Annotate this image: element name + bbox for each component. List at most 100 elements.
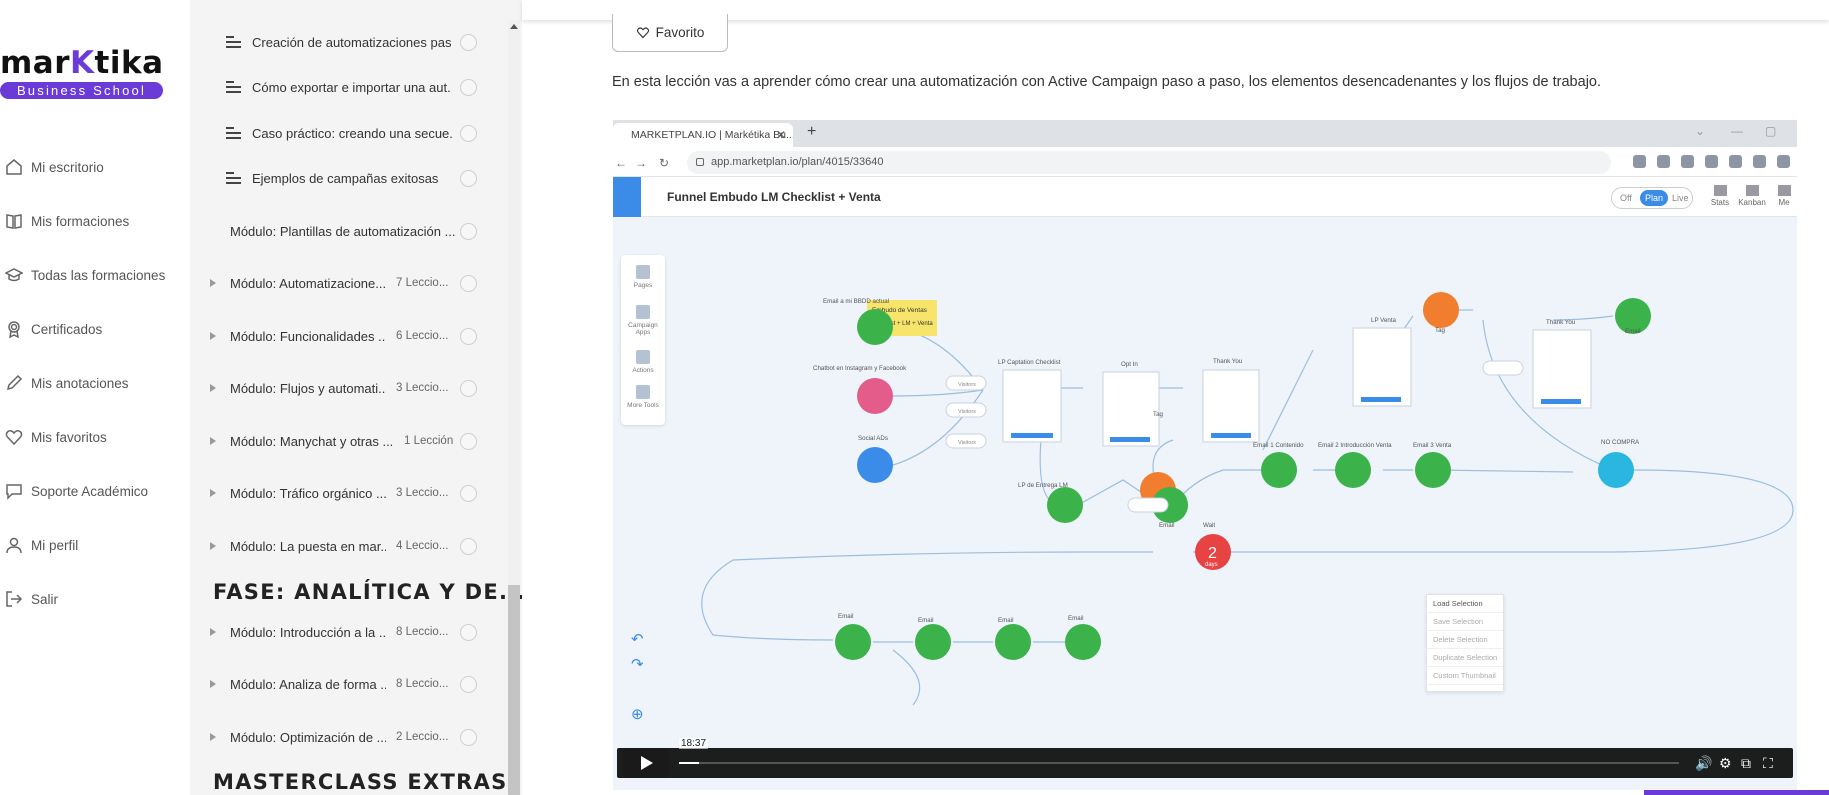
page-lp-venta[interactable]	[1352, 327, 1412, 407]
back-icon[interactable]: ←	[615, 156, 627, 170]
menu-custom-thumbnail[interactable]: Custom Thumbnail	[1427, 667, 1503, 685]
picture-in-picture-icon[interactable]: ⧉	[1741, 755, 1751, 771]
new-tab-icon[interactable]: +	[807, 123, 817, 140]
address-bar[interactable]: app.marketplan.io/plan/4015/33640	[687, 151, 1611, 174]
maximize-icon[interactable]: ▢	[1765, 124, 1777, 138]
module-item[interactable]: Módulo: Plantillas de automatización ...	[190, 208, 508, 254]
star-icon[interactable]	[1705, 155, 1718, 168]
no-compra-node[interactable]	[1598, 452, 1634, 488]
forward-icon[interactable]: →	[635, 156, 647, 170]
extension-icon[interactable]	[1729, 155, 1742, 168]
lesson-text-icon	[226, 171, 241, 185]
close-tab-icon[interactable]: ✕	[775, 128, 786, 142]
kanban-button[interactable]: Kanban	[1737, 185, 1767, 207]
email-node[interactable]	[1615, 298, 1651, 334]
email-node[interactable]	[1261, 452, 1297, 488]
email-node[interactable]	[1415, 452, 1451, 488]
menu-delete-selection[interactable]: Delete Selection	[1427, 631, 1503, 649]
extension-icon[interactable]	[1777, 155, 1790, 168]
module-item[interactable]: Módulo: La puesta en mar... 4 Leccio...	[190, 523, 508, 569]
module-lesson-count: 7 Leccio...	[396, 277, 449, 289]
email-node[interactable]	[915, 624, 951, 660]
nav-item-perfil[interactable]: Mi perfil	[0, 518, 190, 572]
chevron-down-icon[interactable]: ⌄	[1695, 124, 1706, 138]
brand-logo[interactable]: marKtika Business School	[0, 46, 170, 99]
selection-menu: Load Selection Save Selection Delete Sel…	[1426, 594, 1504, 692]
page-thank-you-2[interactable]	[1532, 329, 1592, 409]
lesson-item[interactable]: Cómo exportar e importar una aut...	[190, 64, 508, 110]
lesson-item[interactable]: Caso práctico: creando una secue...	[190, 110, 508, 156]
translate-icon[interactable]	[1633, 155, 1646, 168]
wait-node[interactable]	[1195, 534, 1231, 570]
scrollbar-thumb[interactable]	[508, 585, 520, 795]
module-item[interactable]: Módulo: Analiza de forma ... 8 Leccio...	[190, 661, 508, 707]
email-node[interactable]	[995, 624, 1031, 660]
module-item[interactable]: Módulo: Automatizacione... 7 Leccio...	[190, 260, 508, 306]
email-node[interactable]	[1335, 452, 1371, 488]
module-item[interactable]: Módulo: Introducción a la ... 8 Leccio..…	[190, 609, 508, 655]
social-ads-node[interactable]	[857, 447, 893, 483]
extension-icon[interactable]	[1753, 155, 1766, 168]
nav-item-favoritos[interactable]: Mis favoritos	[0, 410, 190, 464]
lesson-item[interactable]: Creación de automatizaciones pas...	[190, 19, 508, 65]
lesson-item[interactable]: Ejemplos de campañas exitosas	[190, 155, 508, 201]
share-icon[interactable]	[1681, 155, 1694, 168]
nav-label: Mis favoritos	[31, 429, 107, 445]
menu-duplicate-selection[interactable]: Duplicate Selection	[1427, 649, 1503, 667]
toggle-off[interactable]: Off	[1620, 193, 1632, 203]
nav-item-certificados[interactable]: Certificados	[0, 302, 190, 356]
tool-actions[interactable]: Actions	[621, 350, 665, 374]
logo-wordmark: marKtika	[0, 45, 164, 81]
volume-icon[interactable]: 🔊	[1695, 755, 1713, 771]
tool-campaign-apps[interactable]: Campaign Apps	[621, 305, 665, 336]
share-nodes-icon[interactable]	[613, 177, 641, 217]
email-node[interactable]	[835, 624, 871, 660]
nav-item-anotaciones[interactable]: Mis anotaciones	[0, 356, 190, 410]
tool-pages[interactable]: Pages	[621, 265, 665, 289]
email-node[interactable]	[857, 309, 893, 345]
module-item[interactable]: Módulo: Optimización de ... 2 Leccio...	[190, 714, 508, 760]
menu-button[interactable]: Me	[1769, 185, 1797, 207]
module-item[interactable]: Módulo: Funcionalidades ... 6 Leccio...	[190, 313, 508, 359]
scroll-up-icon[interactable]	[510, 24, 518, 29]
mode-toggle[interactable]: Off Plan Live	[1611, 187, 1693, 209]
nav-item-todas[interactable]: Todas las formaciones	[0, 248, 190, 302]
browser-tab[interactable]: MARKETPLAN.IO | Markétika Bu... ✕	[613, 123, 793, 147]
undo-icon[interactable]: ↶	[631, 631, 644, 648]
video-player[interactable]: MARKETPLAN.IO | Markétika Bu... ✕ + ⌄ — …	[613, 120, 1797, 790]
minimize-icon[interactable]: —	[1731, 124, 1743, 138]
page-lp-captation[interactable]	[1002, 369, 1062, 443]
play-button[interactable]	[623, 748, 669, 778]
email-node[interactable]	[1065, 624, 1101, 660]
page-thank-you[interactable]	[1202, 369, 1260, 443]
tag-node-2[interactable]	[1423, 292, 1459, 328]
module-item[interactable]: Módulo: Tráfico orgánico ... 3 Leccio...	[190, 470, 508, 516]
fullscreen-icon[interactable]: ⛶	[1763, 755, 1773, 771]
tool-more[interactable]: More Tools	[621, 385, 665, 409]
funnel-canvas[interactable]: Embudo de Ventas Checklist + LM + Venta	[613, 217, 1797, 742]
toggle-plan[interactable]: Plan	[1640, 190, 1668, 206]
settings-icon[interactable]: ⚙	[1719, 755, 1732, 771]
zoom-icon[interactable]	[1657, 155, 1670, 168]
menu-load-selection[interactable]: Load Selection	[1427, 595, 1503, 613]
email-node[interactable]	[1152, 487, 1188, 523]
nav-item-formaciones[interactable]: Mis formaciones	[0, 194, 190, 248]
stats-button[interactable]: Stats	[1705, 185, 1735, 207]
chatbot-node[interactable]	[857, 378, 893, 414]
redo-icon[interactable]: ↷	[631, 656, 644, 673]
zoom-in-icon[interactable]: ⊕	[631, 706, 644, 723]
nav-item-escritorio[interactable]: Mi escritorio	[0, 140, 190, 194]
email-node[interactable]	[1047, 487, 1083, 523]
page-opt-in[interactable]	[1102, 371, 1160, 447]
section-heading-analitica: FASE: ANALÍTICA Y DE...	[213, 580, 522, 604]
progress-bar[interactable]	[679, 762, 1679, 764]
module-item[interactable]: Módulo: Flujos y automati... 3 Leccio...	[190, 365, 508, 411]
toggle-live[interactable]: Live	[1672, 193, 1689, 203]
favorite-button[interactable]: Favorito	[612, 14, 728, 52]
outline-scrollbar[interactable]	[508, 20, 520, 795]
nav-item-salir[interactable]: Salir	[0, 572, 190, 626]
module-item[interactable]: Módulo: Manychat y otras ... 1 Lección	[190, 418, 508, 464]
reload-icon[interactable]: ↻	[659, 156, 670, 170]
nav-item-soporte[interactable]: Soporte Académico	[0, 464, 190, 518]
menu-save-selection[interactable]: Save Selection	[1427, 613, 1503, 631]
